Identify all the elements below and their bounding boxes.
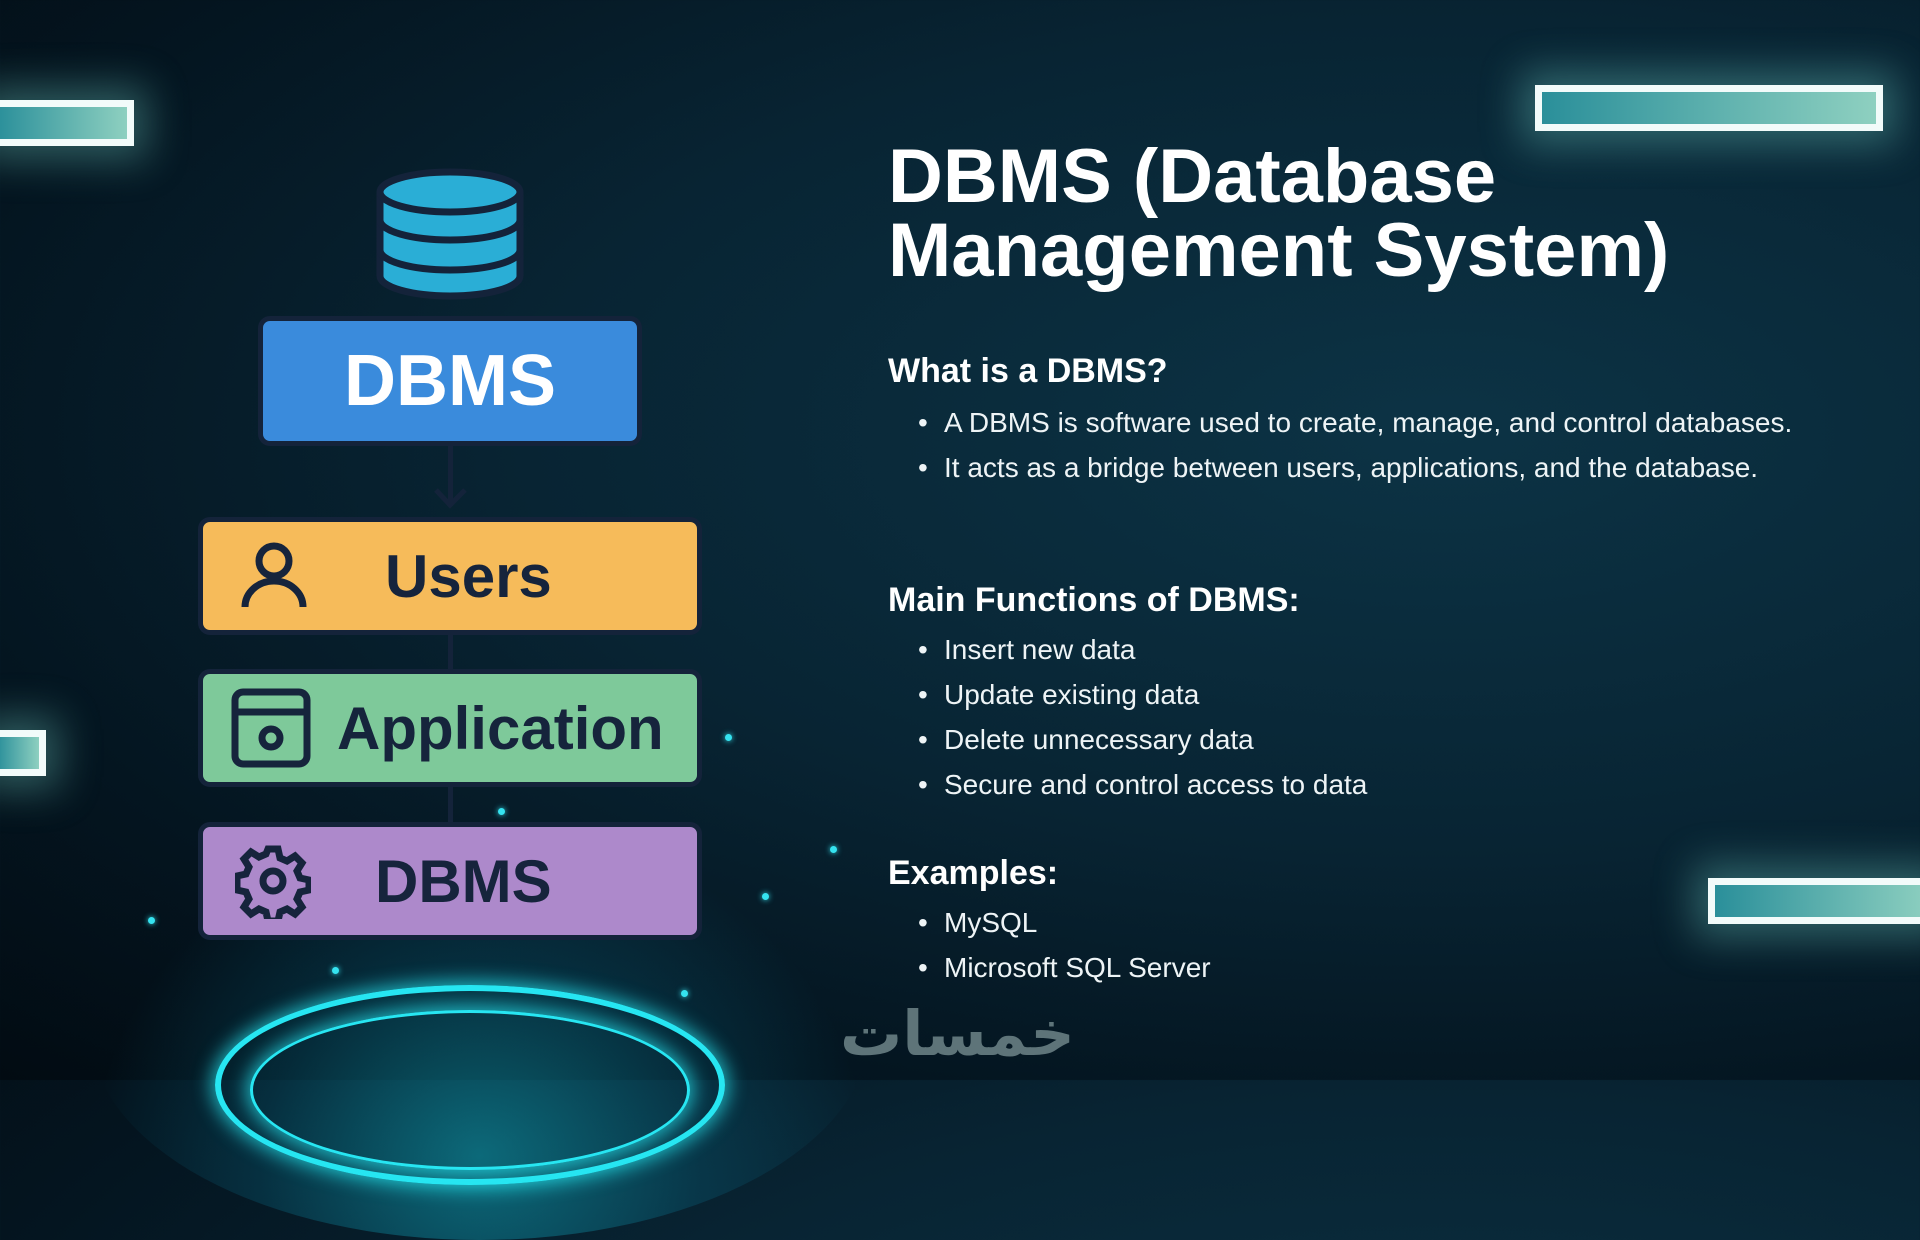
dbms-top-label: DBMS (344, 341, 556, 421)
section-heading: Main Functions of DBMS: (888, 581, 1300, 619)
list-item: It acts as a bridge between users, appli… (918, 445, 1903, 490)
section-heading: Examples: (888, 854, 1059, 892)
app-window-icon (231, 688, 311, 768)
watermark-logo: خمسات (840, 1000, 1075, 1069)
layer-application: Application (198, 669, 702, 787)
list-item: Delete unnecessary data (918, 717, 1903, 762)
list-item: Update existing data (918, 672, 1903, 717)
dbms-top-box: DBMS (258, 316, 642, 446)
database-icon (376, 168, 524, 300)
particle (681, 990, 688, 997)
glow-ring (250, 1010, 690, 1170)
page-title: DBMS (Database Management System) (888, 134, 1670, 293)
list-item: A DBMS is software used to create, manag… (918, 400, 1903, 445)
connector-line (448, 635, 453, 669)
definition-list: A DBMS is software used to create, manag… (918, 400, 1903, 490)
list-item: MySQL (918, 900, 1903, 945)
list-item: Insert new data (918, 627, 1903, 672)
particle (725, 734, 732, 741)
layer-dbms: DBMS (198, 822, 702, 940)
gear-icon (235, 845, 311, 919)
decor-bar (0, 100, 134, 146)
layer-users: Users (198, 517, 702, 635)
arrow-line (448, 446, 453, 506)
arrow-down-icon (434, 488, 467, 509)
user-icon (241, 542, 307, 608)
connector-line (448, 787, 453, 822)
layer-label: Application (337, 694, 664, 762)
layer-label: Users (385, 542, 552, 610)
layer-label: DBMS (375, 847, 552, 915)
list-item: Microsoft SQL Server (918, 945, 1903, 990)
particle (332, 967, 339, 974)
examples-list: MySQL Microsoft SQL Server (918, 900, 1903, 990)
particle (830, 846, 837, 853)
particle (762, 893, 769, 900)
decor-bar (1535, 85, 1883, 131)
particle (148, 917, 155, 924)
functions-list: Insert new data Update existing data Del… (918, 627, 1903, 807)
section-heading: What is a DBMS? (888, 352, 1168, 390)
particle (498, 808, 505, 815)
decor-bar (0, 730, 46, 776)
list-item: Secure and control access to data (918, 762, 1903, 807)
